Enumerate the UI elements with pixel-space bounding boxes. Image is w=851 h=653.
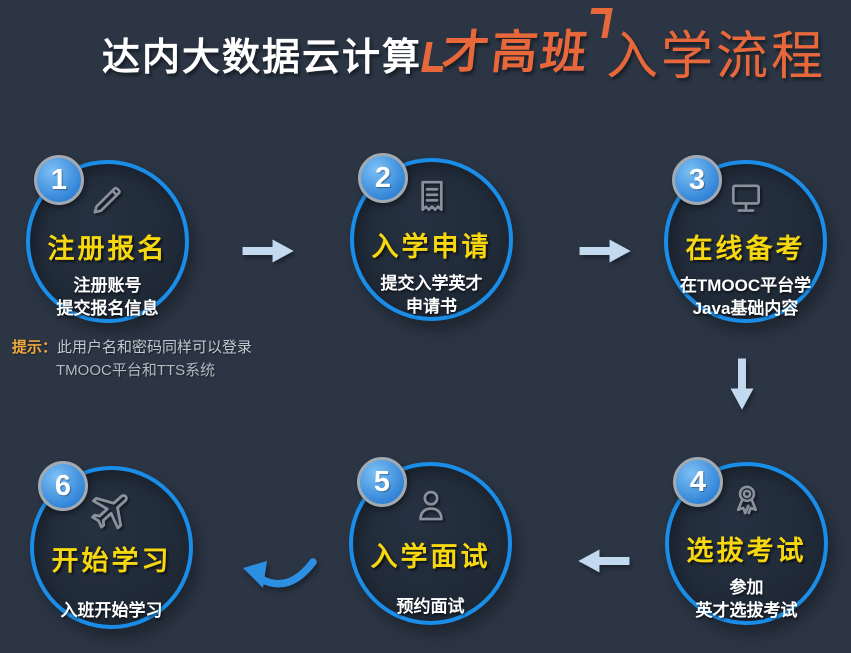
arrow-right-step1-to-step2 xyxy=(242,236,296,266)
step-number: 2 xyxy=(374,161,392,194)
step-desc-line: 入班开始学习 xyxy=(60,601,163,620)
step-number: 5 xyxy=(373,465,391,498)
step-title: 注册报名 xyxy=(47,234,168,264)
step-number: 1 xyxy=(50,163,68,196)
pencil-icon xyxy=(86,177,130,221)
step-desc-line: 注册账号 xyxy=(73,276,142,295)
step-number: 6 xyxy=(54,469,72,502)
step-title: 入学申请 xyxy=(371,232,492,262)
step-number-badge: 1 xyxy=(34,155,84,205)
step-desc-line: 英才选拔考试 xyxy=(695,600,798,620)
tip-label: 提示： xyxy=(12,339,58,356)
step-desc: 预约面试 xyxy=(397,596,465,619)
step-number: 3 xyxy=(688,163,706,196)
step-desc: 注册账号 提交报名信息 xyxy=(57,275,159,321)
person-icon xyxy=(409,479,453,529)
step-title: 选拔考试 xyxy=(686,536,807,566)
step-desc-line: 参加 xyxy=(729,578,764,597)
step-number-badge: 3 xyxy=(672,155,722,205)
step-desc: 入班开始学习 xyxy=(61,600,163,623)
arrow-curved-step5-to-step6 xyxy=(241,548,317,606)
arrow-down-step3-to-step4 xyxy=(727,358,757,412)
step-number: 4 xyxy=(689,465,707,498)
airplane-icon xyxy=(89,483,135,533)
step-number-badge: 5 xyxy=(357,457,407,507)
step-number-badge: 2 xyxy=(358,153,408,203)
tip-line1: 此用户名和密码同样可以登录 xyxy=(57,339,253,356)
tip-note: 提示：此用户名和密码同样可以登录 TMOOC平台和TTS系统 xyxy=(12,336,252,383)
step-desc-line: Java基础内容 xyxy=(692,298,799,318)
step-circle-online-prep: 3 在线备考 在TMOOC平台学 Java基础内容 xyxy=(664,155,827,323)
step-desc-line: 提交入学英才 xyxy=(380,274,483,293)
step-circle-interview: 5 入学面试 预约面试 xyxy=(349,457,512,625)
step-desc-line: 申请书 xyxy=(406,296,457,316)
step-desc-line: 预约面试 xyxy=(396,597,465,616)
step-number-badge: 4 xyxy=(673,457,723,507)
tip-line2: TMOOC平台和TTS系统 xyxy=(56,362,216,380)
step-desc: 参加 英才选拔考试 xyxy=(696,577,798,623)
application-document-icon xyxy=(410,175,454,219)
page-title-process: 入学流程 xyxy=(606,28,827,86)
step-title: 开始学习 xyxy=(51,546,172,576)
step-desc-line: 在TMOOC平台学 xyxy=(679,276,812,295)
page-title-course: 达内大数据云计算 xyxy=(102,37,423,79)
step-number-badge: 6 xyxy=(38,461,88,511)
monitor-icon xyxy=(723,177,769,221)
medal-icon xyxy=(725,479,769,523)
step-circle-start-learning: 6 开始学习 入班开始学习 xyxy=(30,461,193,629)
step-desc-line: 提交报名信息 xyxy=(56,298,159,318)
step-desc: 提交入学英才 申请书 xyxy=(381,273,483,319)
step-title: 在线备考 xyxy=(685,234,806,264)
step-circle-selection-exam: 4 选拔考试 参加 英才选拔考试 xyxy=(665,457,828,625)
step-desc: 在TMOOC平台学 Java基础内容 xyxy=(680,275,811,321)
step-circle-register: 1 注册报名 注册账号 提交报名信息 xyxy=(26,155,189,323)
step-circle-application: 2 入学申请 提交入学英才 申请书 xyxy=(350,153,513,321)
arrow-left-step4-to-step5 xyxy=(576,546,630,576)
step-title: 入学面试 xyxy=(370,542,491,572)
arrow-right-step2-to-step3 xyxy=(579,236,633,266)
page-title-class-badge: 才高班 xyxy=(439,26,593,78)
